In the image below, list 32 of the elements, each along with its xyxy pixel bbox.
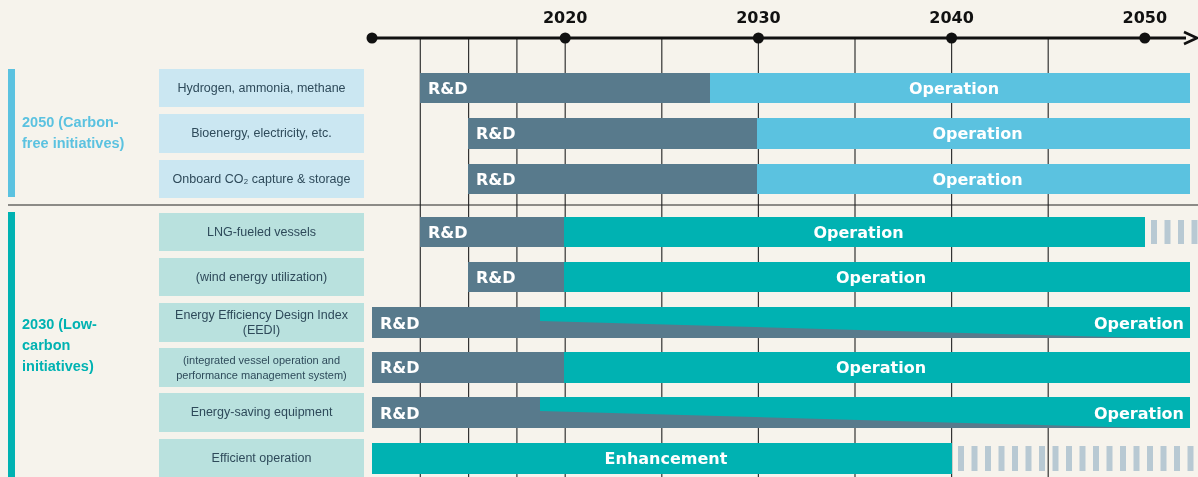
initiative-label: Bioenergy, electricity, etc. xyxy=(159,114,364,153)
year-label: 2020 xyxy=(541,8,589,27)
gantt-bar: R&D xyxy=(468,164,757,194)
gantt-bar: Operation xyxy=(757,164,1190,194)
gantt-bar: Operation xyxy=(564,352,1190,383)
year-label: 2040 xyxy=(928,8,975,27)
gantt-bar: R&D xyxy=(420,217,564,247)
gantt-bar: R&D xyxy=(420,73,710,103)
initiative-label: Onboard CO₂ capture & storage xyxy=(159,160,364,198)
gantt-bar: R&D xyxy=(468,118,757,149)
group-heading: 2030 (Low-carbon initiatives) xyxy=(22,314,98,376)
initiative-label: Energy-saving equipment xyxy=(159,393,364,432)
gantt-bar: Operation xyxy=(710,73,1190,103)
initiative-label: (integrated vessel operation and performance management system) xyxy=(159,348,364,387)
initiative-label: Efficient operation xyxy=(159,439,364,477)
initiative-label: LNG-fueled vessels xyxy=(159,213,364,251)
bar-label: Operation xyxy=(1093,403,1184,422)
initiative-label: Energy Efficiency Design Index (EEDI) xyxy=(159,303,364,342)
gantt-bar: R&D xyxy=(468,262,564,292)
bar-label: Operation xyxy=(1093,313,1184,332)
initiative-label: Hydrogen, ammonia, methane xyxy=(159,69,364,107)
year-label: 2050 xyxy=(1121,8,1169,27)
gantt-bar: R&D xyxy=(372,352,564,383)
bar-label: R&D xyxy=(380,403,420,422)
bar-label: R&D xyxy=(380,313,420,332)
gantt-bar: Operation xyxy=(564,262,1190,292)
gantt-bar: Enhancement xyxy=(372,443,952,474)
group-heading: 2050 (Carbon-free initiatives) xyxy=(22,113,126,153)
initiative-label: (wind energy utilization) xyxy=(159,258,364,296)
gantt-bar: Operation xyxy=(757,118,1190,149)
gantt-bar: Operation xyxy=(564,217,1145,247)
year-label: 2030 xyxy=(735,8,782,27)
